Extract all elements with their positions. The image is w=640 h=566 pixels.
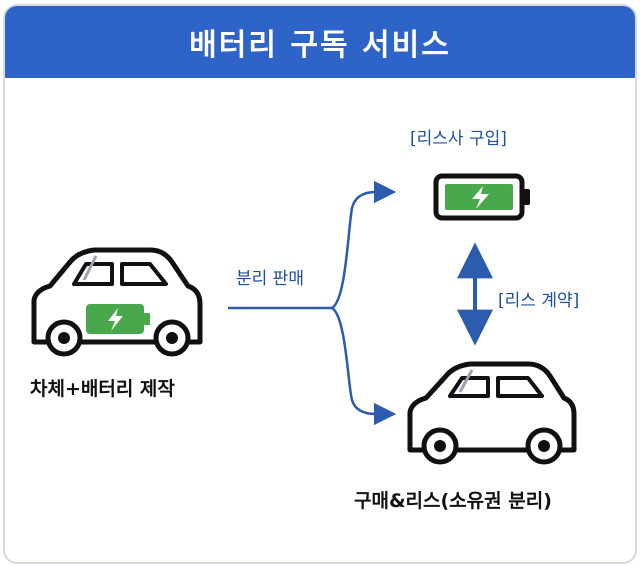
page-title: 배터리 구독 서비스 xyxy=(189,28,451,63)
right-car-icon xyxy=(407,361,577,465)
right-caption: 구매&리스(소유권 분리) xyxy=(354,490,552,512)
left-caption: 차체+배터리 제작 xyxy=(30,378,175,400)
header-bar: 배터리 구독 서비스 xyxy=(5,6,635,78)
bolt-icon xyxy=(472,186,489,209)
left-car-icon xyxy=(31,247,203,357)
bolt-icon xyxy=(108,308,123,331)
split-arrows xyxy=(228,180,397,426)
left-battery-icon xyxy=(86,304,150,334)
lease-contract-label: [리스 계약] xyxy=(498,291,580,311)
split-label: 분리 판매 xyxy=(236,269,304,289)
lease-purchase-label: [리스사 구입] xyxy=(410,129,507,149)
lease-battery-icon xyxy=(433,173,530,221)
